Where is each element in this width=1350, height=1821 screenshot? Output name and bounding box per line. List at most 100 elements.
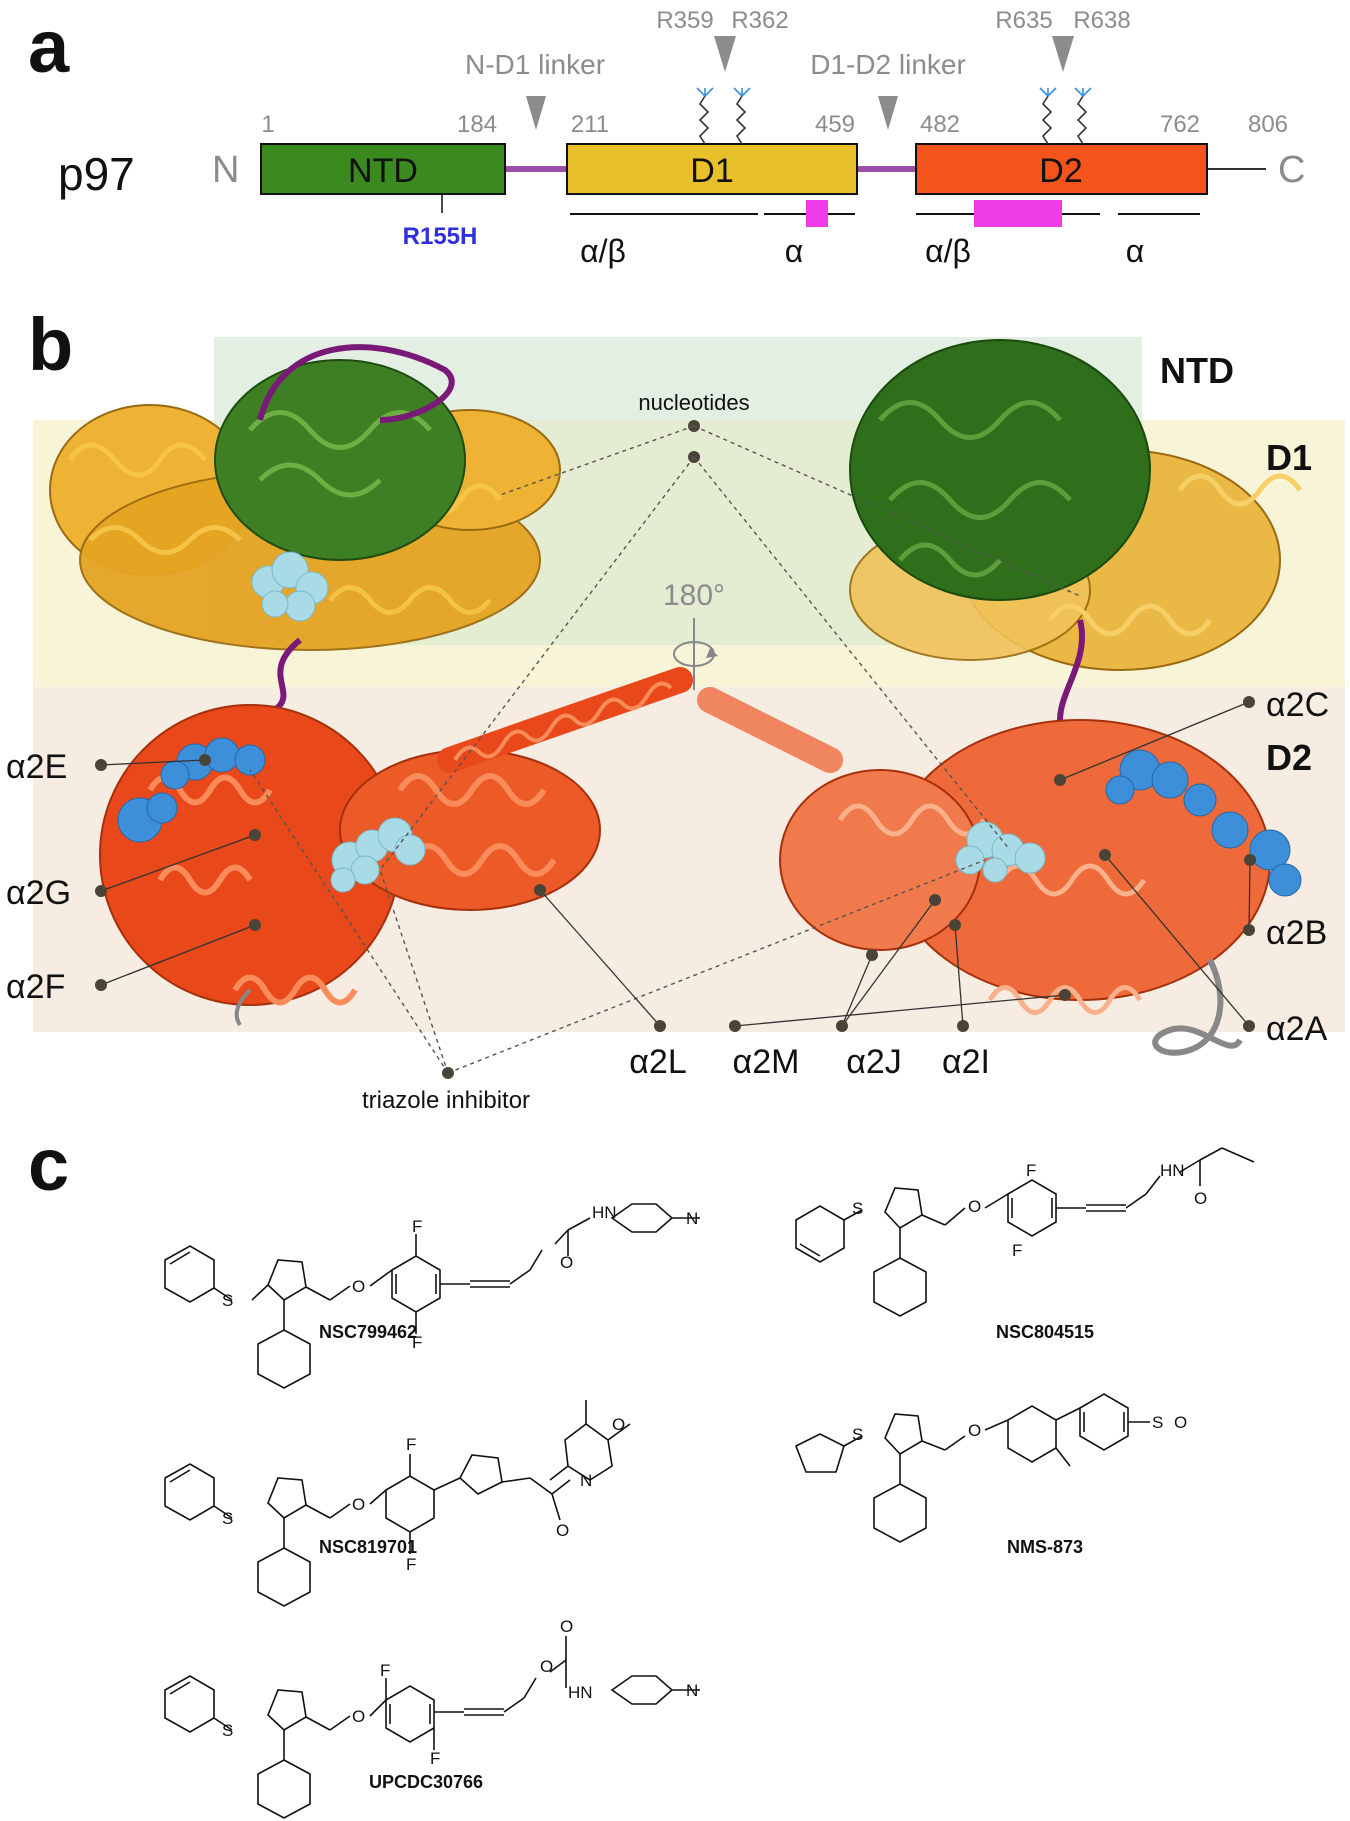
atom-f-1a: F <box>412 1217 422 1236</box>
ntd-end-number: 184 <box>457 111 497 138</box>
atom-hn-5: HN <box>568 1683 593 1702</box>
atom-o-3b: O <box>556 1521 569 1540</box>
atom-f-5b: F <box>430 1749 440 1768</box>
atom-n-5: N <box>686 1681 698 1700</box>
n-d1-linker-arrow <box>526 96 546 130</box>
atom-s-1: S <box>222 1291 233 1310</box>
d2-domain-box <box>915 143 1208 195</box>
panel-c-label: c <box>28 1123 69 1206</box>
atom-o-2b: O <box>1194 1189 1207 1208</box>
d1-pore-loop-block <box>806 200 828 227</box>
d1-arginine-sidechains <box>696 87 751 145</box>
d1-alpha-label: α <box>785 233 804 269</box>
atom-f-3a: F <box>406 1435 416 1454</box>
ntd-domain-box <box>260 143 506 195</box>
r155h-mutation-label: R155H <box>403 223 478 250</box>
compound-name-nsc799462: NSC799462 <box>319 1322 417 1342</box>
right-d2-inhibitor <box>955 821 1046 883</box>
left-long-helix <box>437 667 693 773</box>
compound-name-upcdc30766: UPCDC30766 <box>369 1772 483 1792</box>
atom-o-5c: O <box>560 1617 573 1636</box>
rotation-label: 180° <box>663 579 725 612</box>
d1-arginine-arrow <box>714 36 736 72</box>
d1-d2-linker-arrow <box>878 96 898 130</box>
atom-hn-1: HN <box>592 1203 617 1222</box>
d2-pore-loop-block <box>974 200 1062 227</box>
d1-end-number: 459 <box>815 111 855 138</box>
atom-o-4: O <box>968 1421 981 1440</box>
d1-domain-label: D1 <box>690 152 733 190</box>
helix-a2m-label: α2M <box>733 1043 800 1081</box>
right-c-tail <box>1152 958 1243 1056</box>
atom-s-4b: S <box>1152 1413 1163 1432</box>
d1-alpha-beta-label: α/β <box>580 233 626 269</box>
c-terminus-label: C <box>1278 149 1305 191</box>
left-d2-inhibitor <box>330 817 426 893</box>
atom-hn-2: HN <box>1160 1161 1185 1180</box>
n-terminus-label: N <box>212 149 239 191</box>
atom-f-2a: F <box>1026 1161 1036 1180</box>
atom-f-3b: F <box>406 1555 416 1574</box>
atom-s-4: S <box>852 1425 863 1444</box>
protein-name: p97 <box>58 148 135 200</box>
helix-a2l-label: α2L <box>629 1043 686 1081</box>
d2-arginine-arrow <box>1052 36 1074 72</box>
d1-domain-box <box>566 143 858 195</box>
helix-a2e-label: α2E <box>6 748 67 786</box>
d1-d2-linker-label: D1-D2 linker <box>810 49 966 80</box>
c-end-number: 806 <box>1248 111 1288 138</box>
left-d2-nucleotide <box>117 737 266 843</box>
compound-nsc799462 <box>164 1203 700 1389</box>
d2-alpha-label: α <box>1126 233 1145 269</box>
atom-s-2: S <box>852 1199 863 1218</box>
pointer-dashes <box>249 425 1081 1074</box>
ntd-start-number: 1 <box>261 111 274 138</box>
atom-s-5: S <box>222 1721 233 1740</box>
atom-o-2: O <box>968 1197 981 1216</box>
d2-arginine-sidechains <box>1039 87 1092 145</box>
compound-nsc819701 <box>164 1400 631 1607</box>
ntd-domain-label: NTD <box>348 152 418 190</box>
panel-a-label: a <box>28 5 70 88</box>
helix-a2j-label: α2J <box>846 1043 902 1081</box>
helix-a2c-label: α2C <box>1266 686 1329 724</box>
atom-o-4b: O <box>1174 1413 1187 1432</box>
d1-region-label: D1 <box>1266 437 1312 478</box>
r359-label: R359 <box>656 7 713 34</box>
d2-start-number: 482 <box>920 111 960 138</box>
atom-n-3: N <box>580 1471 592 1490</box>
atom-f-5a: F <box>380 1661 390 1680</box>
r362-label: R362 <box>731 7 788 34</box>
nucleotides-label: nucleotides <box>638 390 749 415</box>
panel-b-label: b <box>28 303 73 386</box>
d1-start-number: 211 <box>571 111 609 138</box>
compound-name-nsc819701: NSC819701 <box>319 1537 417 1557</box>
atom-f-1b: F <box>412 1333 422 1352</box>
atom-f-2b: F <box>1012 1241 1022 1260</box>
compound-nsc804515 <box>795 1147 1255 1317</box>
left-p97-structure <box>49 344 693 1027</box>
r635-label: R635 <box>995 7 1052 34</box>
helix-a2a-label: α2A <box>1266 1010 1328 1048</box>
d2-domain-label: D2 <box>1039 152 1082 190</box>
atom-s-3: S <box>222 1509 233 1528</box>
left-ntd-lobe <box>214 359 466 561</box>
compound-nms873 <box>794 1393 1150 1543</box>
right-d2-nucleotide <box>1105 749 1302 897</box>
d2-region-label: D2 <box>1266 737 1312 778</box>
triazole-inhibitor-label: triazole inhibitor <box>362 1087 530 1114</box>
ntd-region-label: NTD <box>1160 350 1234 391</box>
atom-n-1: N <box>686 1209 698 1228</box>
helix-a2i-label: α2I <box>942 1043 990 1081</box>
left-d1-nucleotide <box>251 551 329 622</box>
d2-end-number: 762 <box>1160 111 1200 138</box>
atom-o-3: O <box>352 1495 365 1514</box>
compound-name-nms873: NMS-873 <box>1007 1537 1083 1557</box>
compound-name-nsc804515: NSC804515 <box>996 1322 1094 1342</box>
helix-a2f-label: α2F <box>6 968 65 1006</box>
atom-o-3c: O <box>612 1415 625 1434</box>
rotation-icon <box>673 618 718 690</box>
compound-upcdc30766 <box>164 1636 700 1819</box>
right-long-helix <box>697 687 843 773</box>
